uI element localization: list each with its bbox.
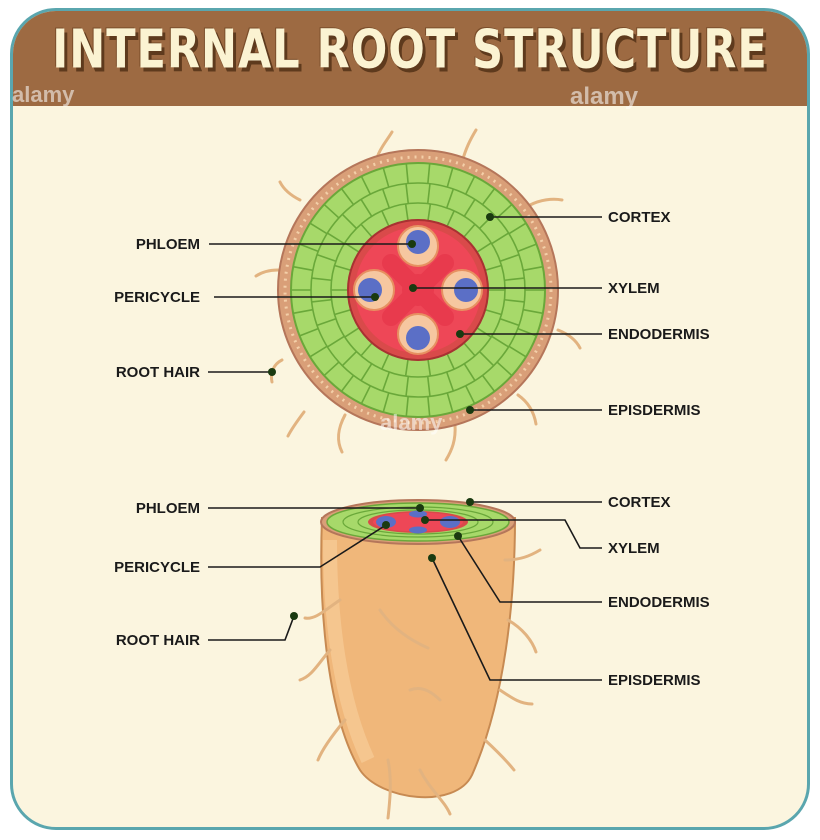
root-tip — [300, 500, 540, 818]
rt-label-root-hair: ROOT HAIR — [116, 632, 200, 649]
rt-label-episdermis: EPISDERMIS — [608, 672, 701, 689]
watermark-right: alamy — [570, 83, 639, 110]
watermark-center: alamy — [380, 410, 443, 435]
cs-label-endodermis: ENDODERMIS — [608, 326, 710, 343]
rt-label-pericycle: PERICYCLE — [114, 559, 200, 576]
cs-label-cortex: CORTEX — [608, 209, 671, 226]
rt-label-cortex: CORTEX — [608, 494, 671, 511]
cs-label-xylem: XYLEM — [608, 280, 660, 297]
root-tip-body — [321, 518, 515, 797]
rt-label-endodermis: ENDODERMIS — [608, 594, 710, 611]
cs-label-root-hair: ROOT HAIR — [116, 364, 200, 381]
cs-label-phloem: PHLOEM — [136, 236, 200, 253]
watermark-left: alamy — [12, 82, 75, 107]
cs-label-pericycle: PERICYCLE — [114, 289, 200, 306]
cs-label-episdermis: EPISDERMIS — [608, 402, 701, 419]
rt-label-phloem: PHLOEM — [136, 500, 200, 517]
rt-label-xylem: XYLEM — [608, 540, 660, 557]
